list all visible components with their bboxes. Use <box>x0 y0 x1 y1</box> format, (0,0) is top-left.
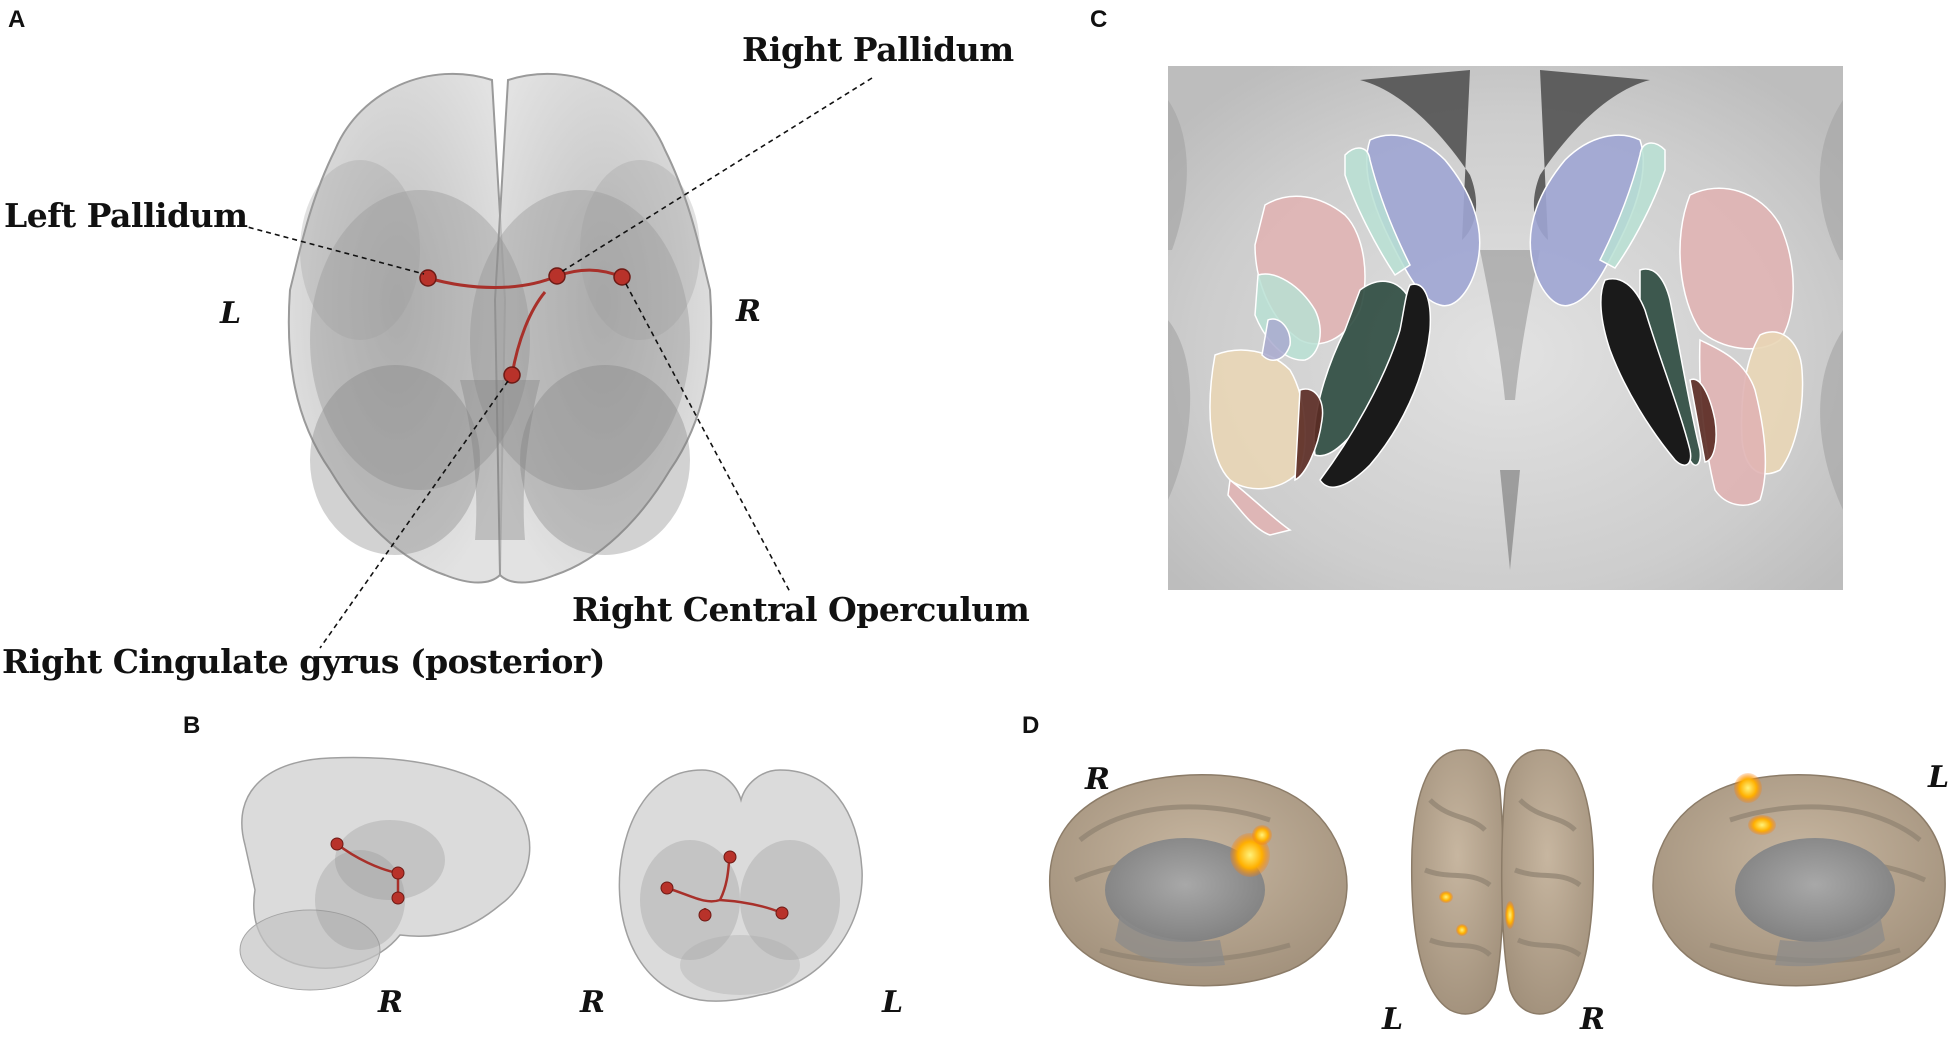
label-right-cingulate: Right Cingulate gyrus (posterior) <box>2 642 605 681</box>
label-right-pallidum: Right Pallidum <box>742 30 1014 69</box>
edge-left-right-pallidum <box>427 274 558 289</box>
leader-left-pallidum <box>239 224 425 275</box>
panel-a-letter: A <box>8 6 26 33</box>
node-right-pallidum <box>548 267 566 285</box>
panel-d-dorsal-R: R <box>1580 1002 1605 1037</box>
panel-b-coronal-left: R <box>580 985 605 1020</box>
node-right-cingulate <box>503 366 521 384</box>
panel-b-sagittal-side: R <box>378 985 403 1020</box>
activation-dorsal-left <box>1439 891 1453 903</box>
panel-c-letter: C <box>1090 6 1108 33</box>
panel-b-letter: B <box>183 712 201 739</box>
label-right-central-operculum: Right Central Operculum <box>572 590 1030 629</box>
medial-surface-right-hemisphere <box>1049 774 1348 987</box>
panel-a-side-right: R <box>736 294 761 329</box>
leader-right-cingulate <box>319 380 509 649</box>
activation-dorsal-left-2 <box>1456 924 1468 936</box>
leader-right-operculum <box>625 283 791 593</box>
right-hemisphere-outline <box>493 72 713 584</box>
activation-left-medial-lower <box>1748 815 1776 835</box>
panel-d-letter: D <box>1022 712 1040 739</box>
left-segmentation <box>1209 134 1481 536</box>
panel-a-nodes <box>419 267 631 384</box>
leader-right-pallidum <box>560 77 873 273</box>
left-hemisphere-outline <box>287 72 507 584</box>
panel-d-dorsal-L: L <box>1382 1002 1404 1037</box>
panel-b-coronal-right: L <box>882 985 904 1020</box>
panel-a-leader-lines <box>239 77 873 649</box>
activation-dorsal-midline <box>1505 901 1515 929</box>
panel-a-side-left: L <box>220 296 242 331</box>
node-right-central-operculum <box>613 268 631 286</box>
right-segmentation <box>1529 134 1804 506</box>
dorsal-view-surfaces <box>1410 749 1595 1015</box>
label-left-pallidum: Left Pallidum <box>4 196 248 235</box>
panel-d-label-R: R <box>1085 762 1110 797</box>
medial-surface-left-hemisphere <box>1652 773 1946 987</box>
activation-left-medial-upper <box>1734 773 1762 803</box>
panel-d-label-L: L <box>1928 760 1950 795</box>
edge-hub-cingulate <box>510 291 547 376</box>
